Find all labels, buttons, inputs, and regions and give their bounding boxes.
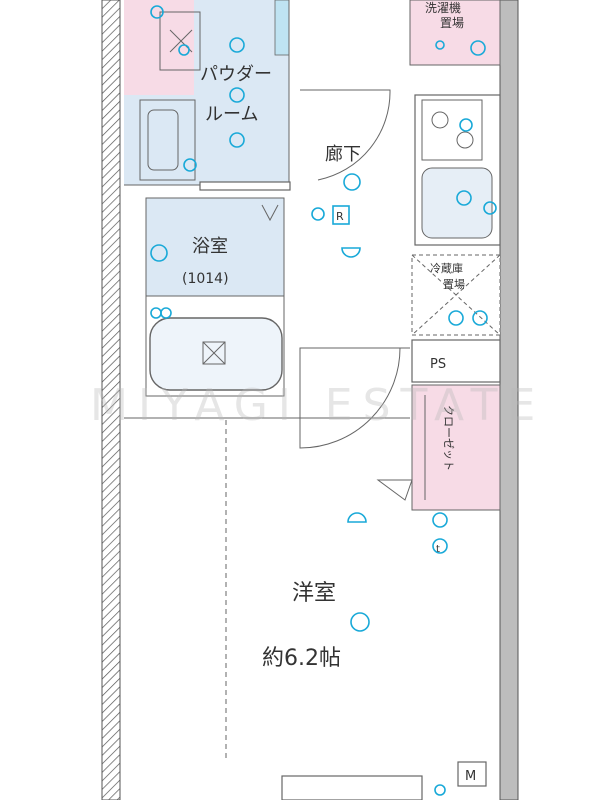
powder-room-label-2: ルーム: [205, 104, 258, 125]
intercom-icon: [332, 205, 350, 225]
outlet-icon: [434, 784, 446, 796]
ceiling-light-icon: [229, 132, 245, 148]
left-exterior-wall: [101, 0, 121, 800]
outlet-icon: [432, 512, 448, 528]
washer-label-1: 洗濯機: [425, 0, 461, 15]
outlet-icon: [432, 538, 448, 554]
bathroom-wall-frame: [145, 197, 285, 397]
ceiling-light-icon: [229, 87, 245, 103]
closet-label: クローゼット: [442, 405, 455, 471]
entry-door-swing: [299, 347, 401, 449]
outlet-icon: [150, 307, 162, 319]
vanity-unit: [139, 99, 196, 181]
stove-burner-icon: [431, 111, 449, 129]
vanity-bowl: [147, 109, 179, 171]
sink-drain-icon: [483, 201, 497, 215]
bathtub-drain-cross-b: [202, 341, 226, 365]
outlet-icon: [178, 44, 190, 56]
balcony-unit: [281, 775, 423, 800]
outlet-icon: [435, 40, 445, 50]
outlet-t-label: t: [436, 544, 440, 555]
powder-room-threshold: [199, 181, 291, 191]
sink: [421, 167, 493, 239]
outlet-icon: [448, 310, 464, 326]
outlet-r-label: R: [336, 210, 344, 223]
meter-box: [457, 761, 487, 787]
closet: [411, 384, 501, 511]
sink-faucet-icon: [456, 190, 472, 206]
fridge-label-1: 冷蔵庫: [430, 261, 463, 275]
stove: [421, 99, 483, 161]
closet-door-swing: [376, 479, 413, 501]
washer-space: [409, 0, 501, 66]
outlet-icon: [150, 5, 164, 19]
ceiling-light-icon: [229, 37, 245, 53]
sensor-light-icon: [347, 512, 367, 523]
meter-label: M: [465, 769, 476, 784]
pipe-space-label: PS: [430, 357, 446, 372]
stove-burner-icon: [456, 131, 474, 149]
washer-faucet-icon: [470, 40, 486, 56]
washer-label-2: 置場: [440, 16, 464, 30]
outlet-icon: [472, 310, 488, 326]
watermark: MIYAGI ESTATE: [90, 380, 545, 431]
western-room-size-label: 約6.2帖: [262, 646, 341, 671]
powder-room-label-1: パウダー: [200, 64, 272, 85]
bathtub: [149, 317, 283, 391]
powder-room-pink-zone: [124, 0, 194, 95]
outlet-icon: [311, 207, 325, 221]
bathtub-drain: [202, 341, 226, 365]
ceiling-light-icon: [150, 244, 168, 262]
sensor-light-icon: [341, 247, 361, 258]
pipe-space: [411, 339, 501, 383]
fridge-label-2: 置場: [443, 278, 465, 291]
hallway-door-swing: [300, 89, 391, 181]
fridge-cross-b: [411, 254, 501, 336]
bathroom-label: 浴室: [192, 236, 228, 257]
ceiling-light-icon: [343, 173, 361, 191]
bathroom-vent-mark: [261, 204, 279, 222]
hallway-label: 廊下: [325, 144, 361, 165]
toilet-box: [159, 11, 201, 71]
bathroom-size-label: (1014): [182, 271, 229, 287]
outlet-icon: [160, 307, 172, 319]
bathroom-area: [146, 198, 284, 296]
toilet-cross-b: [169, 29, 193, 53]
ceiling-light-icon: [350, 612, 370, 632]
outlet-icon: [183, 158, 197, 172]
western-room-label: 洋室: [292, 581, 336, 606]
powder-room-storage: [274, 0, 290, 56]
kitchen-light-icon: [459, 118, 473, 132]
